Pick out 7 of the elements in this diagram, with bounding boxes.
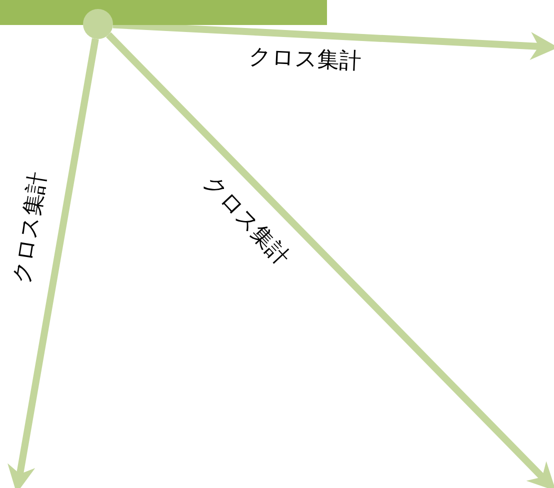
arrow <box>106 32 554 488</box>
edge-label: クロス集計 <box>198 171 294 271</box>
arrow <box>8 38 99 488</box>
edge-label: クロス集計 <box>10 170 52 286</box>
edge-label: クロス集計 <box>248 45 362 75</box>
header-bar <box>0 0 327 25</box>
origin-circle <box>83 9 113 39</box>
